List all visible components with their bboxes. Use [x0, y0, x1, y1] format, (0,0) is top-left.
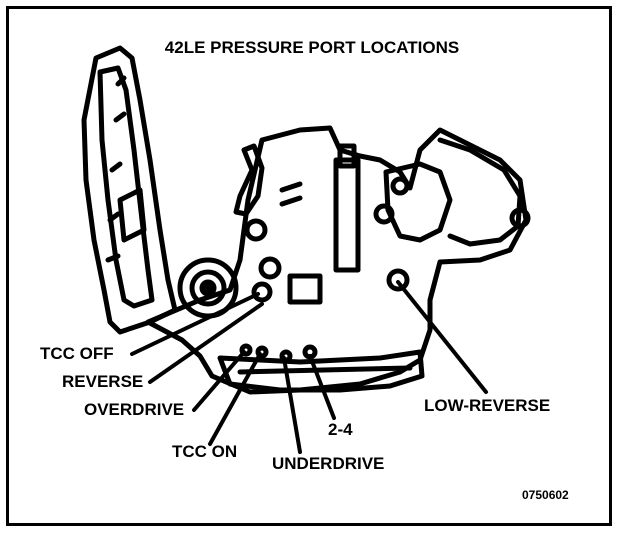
- differential: [383, 161, 453, 243]
- leader-reverse: [148, 302, 264, 384]
- label-2-4: 2-4: [328, 420, 353, 439]
- port-upper: [258, 256, 282, 280]
- valve-body: [217, 349, 425, 393]
- leader-2-4: [308, 354, 336, 420]
- filler-tube: [333, 157, 361, 273]
- port-cooler: [244, 218, 268, 242]
- rear-flange: [437, 137, 523, 247]
- leader-tcc-off: [130, 292, 260, 356]
- port-overdrive: [239, 343, 253, 357]
- port-low-reverse: [386, 268, 410, 292]
- label-underdrive: UNDERDRIVE: [272, 454, 385, 473]
- bell-housing-inner: [97, 65, 155, 309]
- figure-code: 0750602: [522, 488, 569, 502]
- leader-underdrive: [282, 356, 302, 454]
- port-tcc-on: [255, 345, 269, 359]
- diagram-title: 42LE PRESSURE PORT LOCATIONS: [164, 38, 460, 57]
- bell-housing: [81, 45, 178, 335]
- label-tcc-off: TCC OFF: [40, 344, 114, 363]
- shift-linkage: [233, 143, 265, 217]
- solenoid-block: [287, 273, 323, 305]
- diagram-frame: [6, 6, 612, 526]
- label-low-reverse: LOW-REVERSE: [424, 396, 551, 415]
- leader-tcc-on: [208, 352, 262, 446]
- label-overdrive: OVERDRIVE: [84, 400, 185, 419]
- filler-cap: [337, 143, 357, 169]
- port-tcc-off: [251, 281, 273, 303]
- leader-overdrive: [192, 350, 246, 412]
- oil-pan: [237, 365, 413, 375]
- leader-low-reverse: [396, 280, 488, 394]
- label-tcc-on: TCC ON: [172, 442, 238, 461]
- label-reverse: REVERSE: [62, 372, 144, 391]
